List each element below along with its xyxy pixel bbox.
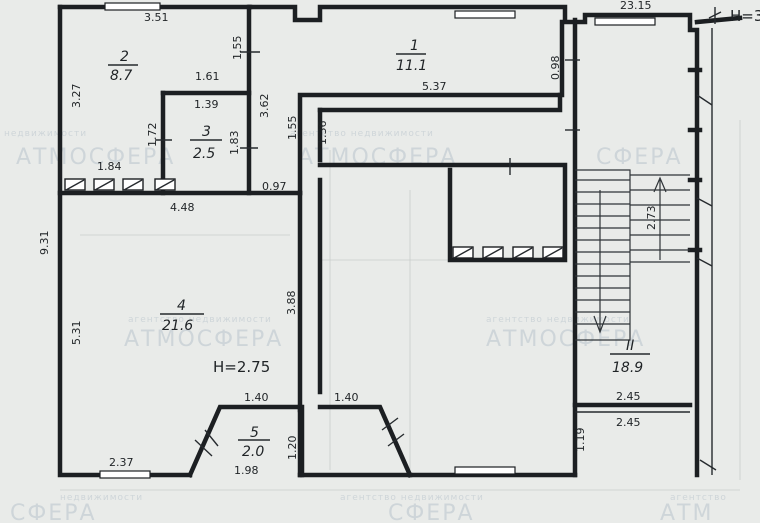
dimension-label: 3.27 bbox=[70, 84, 83, 109]
ceiling-height-edge-label: H=3 bbox=[730, 7, 760, 25]
room-number: 3 bbox=[202, 124, 211, 140]
ventilation-blocks bbox=[64, 178, 564, 259]
room-labels: 2 8.7 1 11.1 3 2.5 4 21.6 5 2.0 II 18.9 bbox=[108, 38, 650, 460]
room-area: 21.6 bbox=[162, 318, 193, 334]
opening-ticks bbox=[155, 28, 717, 475]
dimension-label: 1.39 bbox=[194, 98, 219, 111]
dimension-label: 1.20 bbox=[286, 436, 299, 461]
dimension-label: 1.55 bbox=[286, 116, 299, 141]
watermark-text: СФЕРА bbox=[596, 145, 683, 170]
room-area: 2.0 bbox=[242, 444, 264, 460]
watermark-tagline: агентство недвижимости bbox=[128, 315, 272, 325]
watermark-text: СФЕРА bbox=[388, 501, 475, 523]
dimension-label: 1.84 bbox=[97, 160, 122, 173]
watermark-tagline: агентство недвижимости bbox=[290, 129, 434, 139]
watermark-text: АТМОСФЕРА bbox=[16, 145, 175, 170]
dimension-label: 5.31 bbox=[70, 321, 83, 346]
dimension-labels: 23.15 3.51 1.61 1.39 1.84 0.97 4.48 5.37… bbox=[97, 0, 652, 477]
room-area: 18.9 bbox=[612, 360, 643, 376]
room-number: 4 bbox=[177, 298, 186, 314]
dimension-label: 3.62 bbox=[258, 94, 271, 119]
dimension-label: 1.36 bbox=[316, 121, 329, 146]
watermark-tagline: недвижимости bbox=[4, 129, 87, 139]
ceiling-height-label: H=2.75 bbox=[213, 358, 270, 376]
dimension-label: 4.48 bbox=[170, 201, 195, 214]
dimension-label: 1.98 bbox=[234, 464, 259, 477]
watermark-text: АТМ bbox=[660, 501, 713, 523]
dimension-label: 1.61 bbox=[195, 70, 220, 83]
dimension-label: 0.98 bbox=[549, 56, 562, 81]
staircase bbox=[575, 169, 690, 341]
dimension-label: 1.19 bbox=[574, 428, 587, 453]
room-number: II bbox=[626, 338, 634, 354]
dimension-label: 1.40 bbox=[334, 391, 359, 404]
background-lines bbox=[60, 120, 741, 491]
dimension-label: 3.88 bbox=[285, 291, 298, 316]
dimension-label: 2.73 bbox=[645, 206, 658, 231]
dimension-label: 1.83 bbox=[228, 131, 241, 156]
watermark-text: АТМОСФЕРА bbox=[124, 327, 283, 352]
dimension-label: 0.97 bbox=[262, 180, 287, 193]
watermark-tagline: агентство bbox=[670, 493, 727, 503]
dimension-label: 2.37 bbox=[109, 456, 134, 469]
watermark-tagline: агентство недвижимости bbox=[340, 493, 484, 503]
dimension-label: 23.15 bbox=[620, 0, 652, 12]
dimension-label: 5.37 bbox=[422, 80, 447, 93]
watermark-tagline: недвижимости bbox=[60, 493, 143, 503]
dimension-label: 1.55 bbox=[231, 36, 244, 61]
dimension-label: 1.72 bbox=[146, 123, 159, 148]
room-area: 2.5 bbox=[193, 146, 215, 162]
room-number: 2 bbox=[120, 49, 129, 65]
interior-walls bbox=[57, 4, 703, 478]
dimension-label: 3.51 bbox=[144, 11, 169, 24]
room-number: 5 bbox=[250, 425, 259, 441]
watermark-tagline: агентство недвижимости bbox=[486, 315, 630, 325]
dimension-label: 2.45 bbox=[616, 390, 641, 403]
dimension-label: 2.45 bbox=[616, 416, 641, 429]
dimension-label: 1.40 bbox=[244, 391, 269, 404]
room-area: 8.7 bbox=[110, 68, 132, 84]
room-number: 1 bbox=[410, 38, 419, 54]
dimension-label: 9.31 bbox=[38, 231, 51, 256]
windows bbox=[99, 2, 656, 479]
watermark-text: СФЕРА bbox=[10, 501, 97, 523]
room-area: 11.1 bbox=[396, 58, 427, 74]
dimension-labels-vertical: 1.55 3.27 1.72 1.83 3.62 1.55 1.36 0.98 … bbox=[38, 36, 658, 461]
